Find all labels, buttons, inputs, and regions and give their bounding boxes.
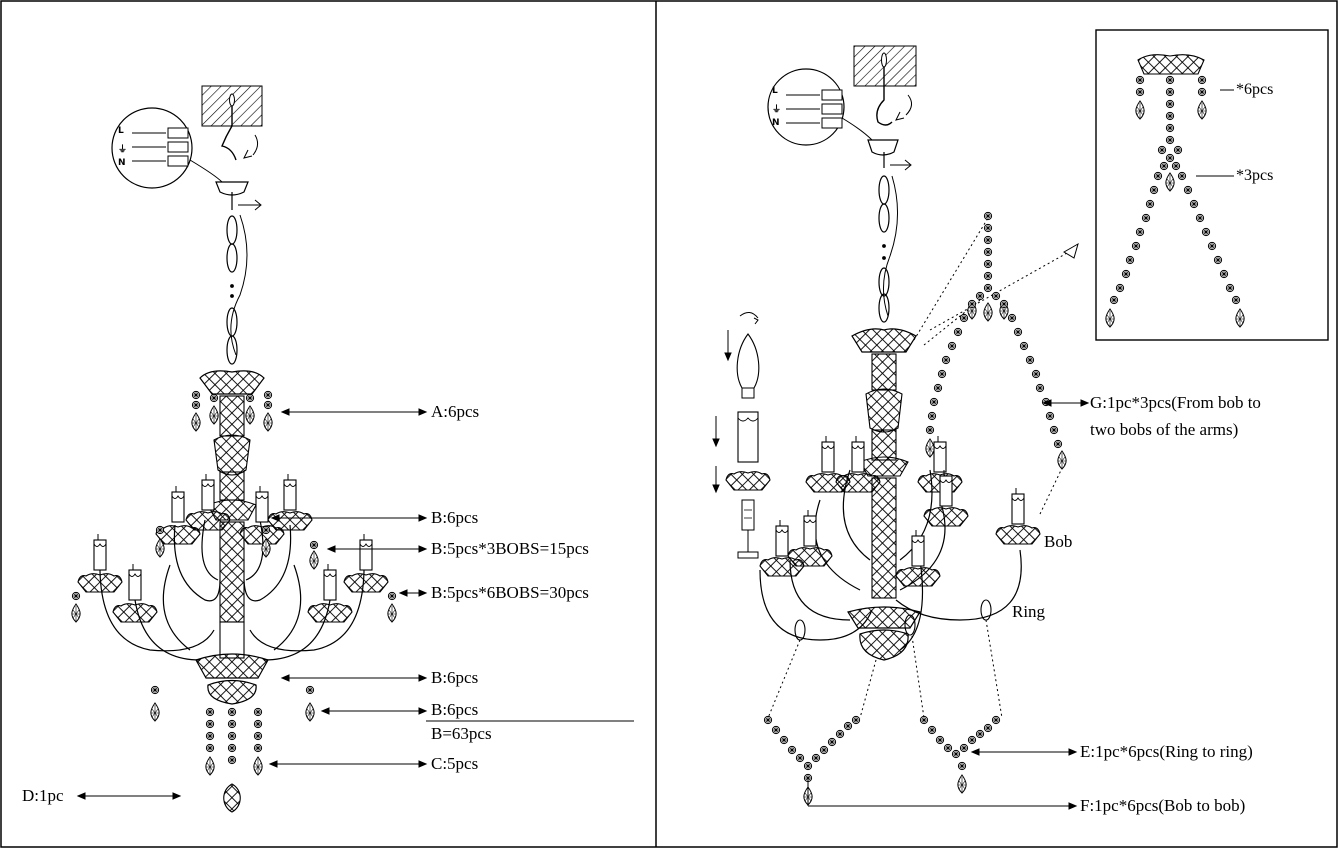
label-b-top-ring: B:6pcs (431, 508, 479, 527)
direction-arrow (1063, 242, 1079, 259)
right-leader-lines (807, 399, 1090, 810)
wiring-neutral-label: N (118, 158, 126, 168)
label-d: D:1pc (22, 786, 64, 805)
label-bob: Bob (1044, 532, 1073, 551)
e-chains (763, 715, 1001, 806)
label-b-lower-arms: B:5pcs*6BOBS=30pcs (431, 583, 589, 602)
label-b-bottom: B:6pcs (431, 700, 479, 719)
label-ring: Ring (1012, 602, 1046, 621)
wiring-line-label-right: L (772, 86, 778, 96)
right-guide-lines (767, 217, 1077, 719)
left-leader-lines (76, 408, 634, 800)
wiring-earth-label-right: ⏚ (772, 105, 782, 115)
label-b-total: B=63pcs (431, 724, 492, 743)
label-a: A:6pcs (431, 402, 480, 421)
label-g-line1: G:1pc*3pcs(From bob to (1090, 393, 1261, 412)
wiring-line-label: L (118, 126, 124, 136)
g-chain (925, 211, 1067, 470)
label-c: C:5pcs (431, 754, 479, 773)
inset-label-6pcs: *6pcs (1236, 81, 1274, 98)
left-pendants (71, 390, 397, 813)
label-f: F:1pc*6pcs(Bob to bob) (1080, 796, 1246, 815)
wiring-earth-label: ⏚ (118, 145, 128, 155)
inset-label-3pcs: *3pcs (1236, 167, 1274, 184)
right-candles (759, 435, 1041, 587)
right-chandelier (759, 45, 1022, 661)
exploded-bulb-parts (712, 312, 771, 559)
inset-box (1095, 29, 1329, 341)
wiring-neutral-label-right: N (772, 118, 780, 128)
label-g-line2: two bobs of the arms) (1090, 420, 1239, 439)
label-e: E:1pc*6pcs(Ring to ring) (1080, 742, 1253, 761)
label-b-bowl: B:6pcs (431, 668, 479, 687)
label-b-upper-arms: B:5pcs*3BOBS=15pcs (431, 539, 589, 558)
